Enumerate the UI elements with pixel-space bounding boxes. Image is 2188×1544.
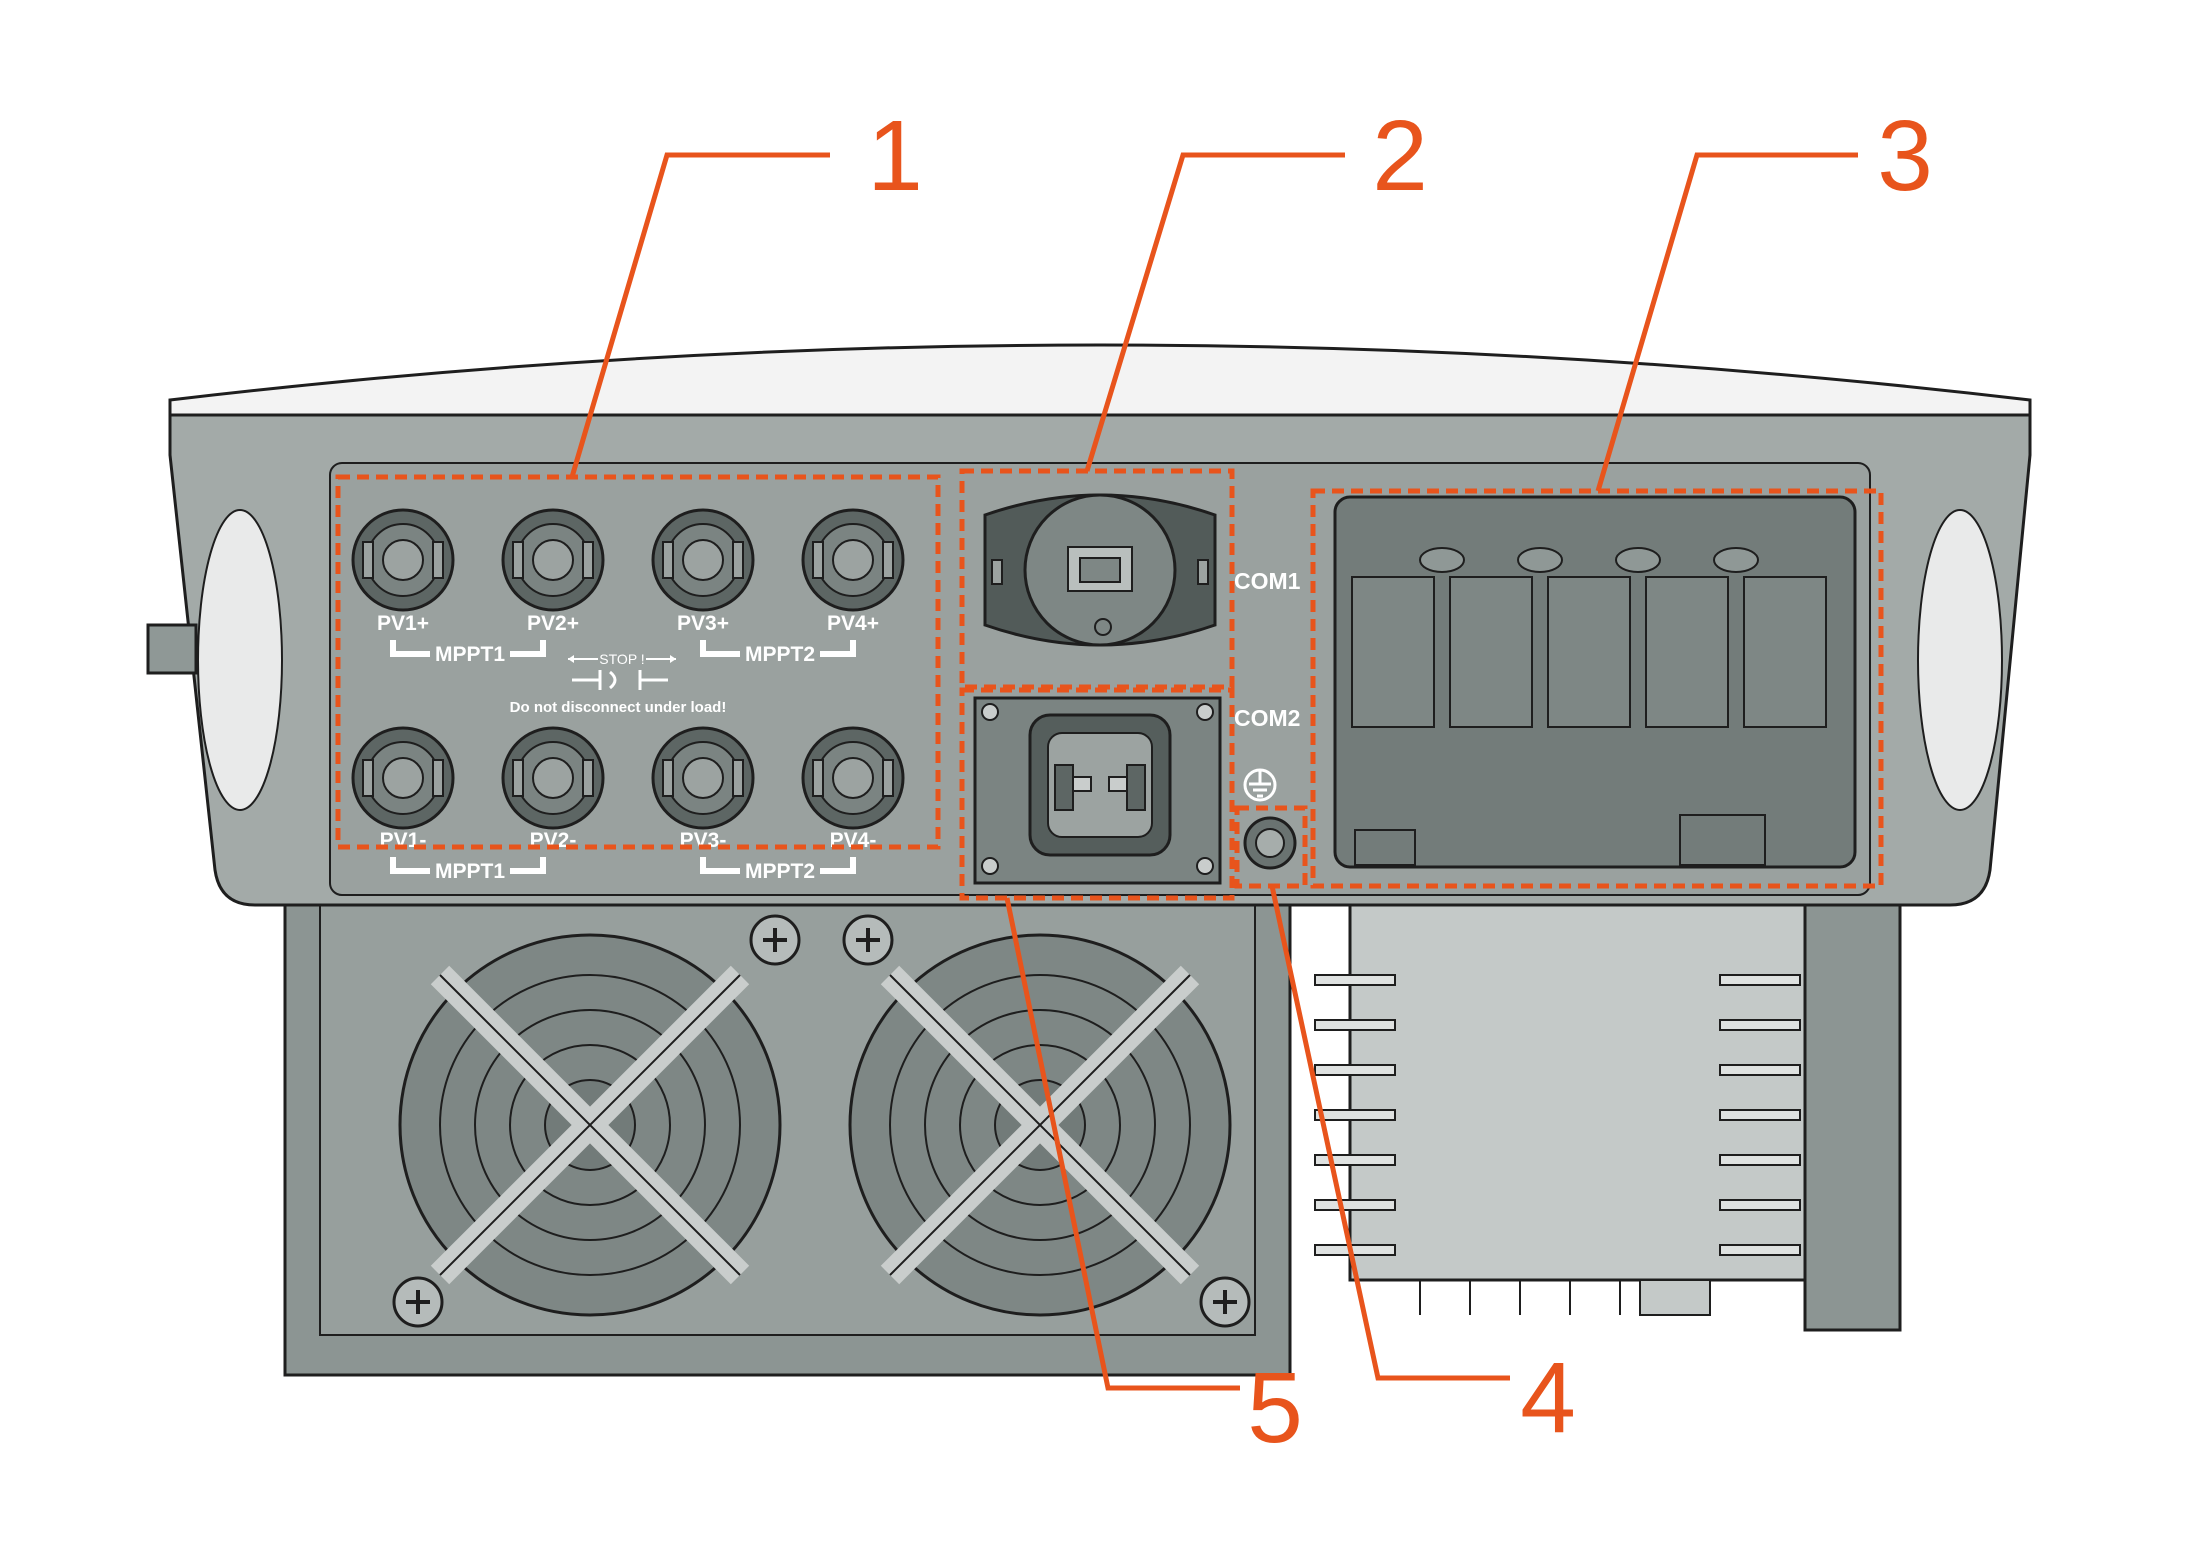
- warning-text: Do not disconnect under load!: [510, 699, 727, 716]
- callout-number: 4: [1520, 1342, 1576, 1454]
- pv-connector: [801, 726, 905, 830]
- fan-left: [398, 933, 782, 1317]
- ground-icon: [1243, 768, 1277, 802]
- callout-numbers: 1 2 3 4 5: [867, 100, 1933, 1464]
- heatsink: [1314, 903, 1902, 1332]
- callout-number: 3: [1877, 100, 1933, 212]
- com2-label: COM2: [1234, 705, 1300, 731]
- pv-label: PV2-: [530, 829, 577, 852]
- ground-terminal: [1243, 816, 1297, 870]
- pv-connector: [501, 508, 605, 612]
- com1-label: COM1: [1234, 568, 1301, 594]
- pv-connector: [651, 726, 755, 830]
- pv-label: PV4+: [827, 612, 879, 635]
- pv-connector: [651, 508, 755, 612]
- leader-lines: [569, 152, 1858, 1391]
- plug-disconnect-icon: [572, 670, 668, 690]
- pv-connector: [801, 508, 905, 612]
- disconnect-warning: STOP ! Do not disconnect under load!: [510, 651, 727, 716]
- mppt-label: MPPT1: [435, 860, 505, 883]
- mppt-label: MPPT2: [745, 643, 815, 666]
- fan-right: [848, 933, 1232, 1317]
- ac-terminal-area: [1333, 495, 1857, 869]
- callout-boxes: [335, 468, 1884, 901]
- pv-connector: [501, 726, 605, 830]
- pv-connector: [351, 508, 455, 612]
- callout-number: 5: [1247, 1352, 1303, 1464]
- pv-label: PV1+: [377, 612, 429, 635]
- com2-port: [973, 696, 1222, 885]
- fan-screws: [392, 914, 1251, 1328]
- stop-label: STOP !: [599, 651, 644, 667]
- mppt-label: MPPT2: [745, 860, 815, 883]
- pv-connectors: [351, 508, 905, 830]
- callout-number: 2: [1372, 100, 1428, 212]
- pv-label: PV2+: [527, 612, 579, 635]
- pv-label: PV3+: [677, 612, 729, 635]
- mppt-label: MPPT1: [435, 643, 505, 666]
- com1-port: [983, 493, 1217, 647]
- pv-connector: [351, 726, 455, 830]
- pv-labels: PV1+ PV2+ PV3+ PV4+ PV1- PV2- PV3- PV4-: [377, 612, 879, 852]
- callout-number: 1: [867, 100, 923, 212]
